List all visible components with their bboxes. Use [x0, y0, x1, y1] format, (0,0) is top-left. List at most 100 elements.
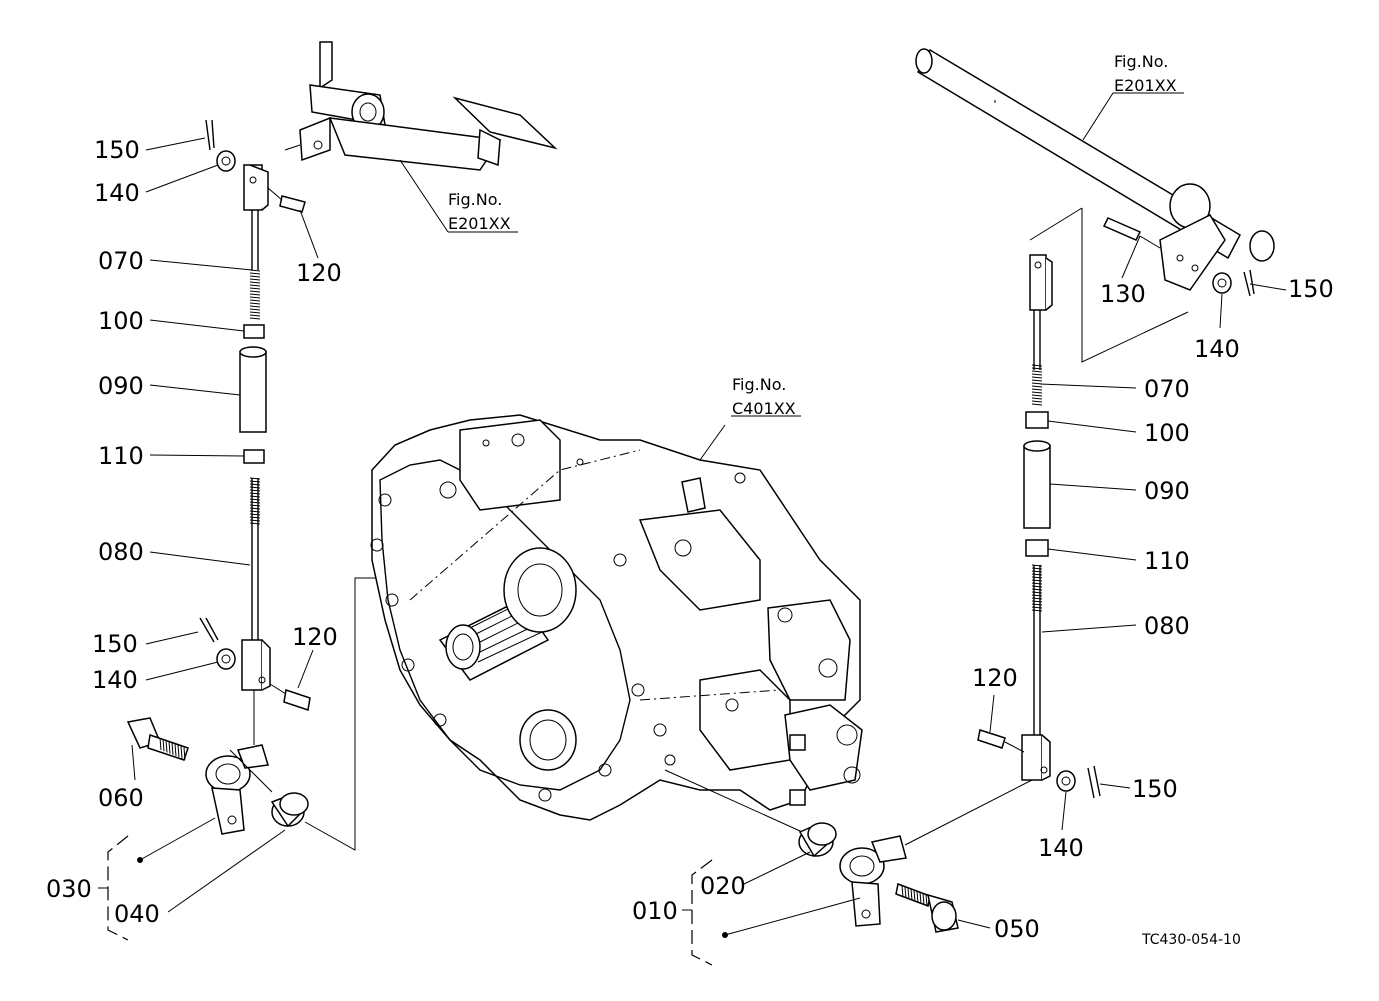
- thread-mark: [249, 278, 261, 281]
- fig-ref-center-line1: Fig.No.: [732, 375, 786, 394]
- thread-mark: [249, 480, 261, 483]
- right-lever-010: [798, 822, 959, 933]
- thread-mark: [1031, 579, 1043, 582]
- thread-mark: [1031, 576, 1043, 579]
- thread-mark: [249, 299, 261, 302]
- thread-mark: [1031, 403, 1043, 406]
- thread-mark: [1031, 585, 1043, 588]
- figure-references: Fig.No. E201XX Fig.No. E201XX Fig.No. C4…: [448, 52, 1177, 418]
- label-120-right: 120: [972, 664, 1018, 692]
- thread-mark: [916, 891, 919, 903]
- thread-mark: [1031, 385, 1043, 388]
- thread-mark: [249, 281, 261, 284]
- thread-mark: [1031, 588, 1043, 591]
- thread-mark: [910, 889, 913, 901]
- thread-mark: [1031, 594, 1043, 597]
- thread-mark: [901, 885, 904, 898]
- thread-mark: [1031, 388, 1043, 391]
- label-080: 080: [98, 538, 144, 566]
- thread-mark: [1031, 582, 1043, 585]
- fig-ref-left-line1: Fig.No.: [448, 190, 502, 209]
- thread-mark: [165, 740, 168, 753]
- thread-mark: [1031, 567, 1043, 570]
- thread-mark: [249, 513, 261, 516]
- thread-mark: [1031, 376, 1043, 379]
- thread-mark: [1031, 391, 1043, 394]
- thread-mark: [249, 483, 261, 486]
- thread-mark: [1031, 603, 1043, 606]
- thread-mark: [919, 892, 922, 904]
- label-090: 090: [98, 372, 144, 400]
- label-030: 030: [46, 875, 92, 903]
- nut-110-icon: [243, 449, 265, 464]
- label-070: 070: [98, 247, 144, 275]
- thread-mark: [1031, 591, 1043, 594]
- thread-mark: [1031, 400, 1043, 403]
- right-cross-shaft: [915, 48, 1275, 297]
- sleeve-090-icon: [239, 351, 267, 433]
- thread-mark: [249, 516, 261, 519]
- thread-mark: [1031, 394, 1043, 397]
- label-150-bottom: 150: [92, 630, 138, 658]
- thread-mark: [249, 284, 261, 287]
- label-070-right: 070: [1144, 375, 1190, 403]
- thread-mark: [925, 894, 928, 906]
- thread-mark: [159, 737, 162, 751]
- thread-mark: [249, 522, 261, 525]
- thread-mark: [249, 293, 261, 296]
- thread-mark: [249, 519, 261, 522]
- label-120: 120: [296, 259, 342, 287]
- washer-140-icon: [216, 150, 236, 172]
- thread-mark: [162, 739, 165, 752]
- thread-mark: [1031, 379, 1043, 382]
- label-110-right: 110: [1144, 547, 1190, 575]
- left-rod-assembly: [199, 119, 311, 745]
- thread-mark: [249, 492, 261, 495]
- thread-mark: [1031, 364, 1043, 367]
- thread-mark: [1031, 397, 1043, 400]
- thread-mark: [177, 745, 180, 758]
- thread-mark: [249, 489, 261, 492]
- bolt-050-icon: [895, 882, 931, 908]
- thread-mark: [249, 287, 261, 290]
- thread-mark: [1031, 609, 1043, 612]
- thread-mark: [1031, 600, 1043, 603]
- right-part-labels: 130 150 140 070 100 090 110 080 120 150 …: [632, 275, 1334, 943]
- thread-mark: [249, 296, 261, 299]
- fig-ref-center-line2: C401XX: [732, 399, 796, 418]
- thread-mark: [249, 477, 261, 480]
- thread-mark: [913, 890, 916, 902]
- thread-mark: [249, 305, 261, 308]
- thread-mark: [249, 314, 261, 317]
- thread-mark: [174, 743, 177, 757]
- fig-ref-right-line1: Fig.No.: [1114, 52, 1168, 71]
- thread-mark: [1031, 373, 1043, 376]
- label-140-top-right: 140: [1194, 335, 1240, 363]
- thread-mark: [249, 290, 261, 293]
- label-050: 050: [994, 915, 1040, 943]
- transmission-case: [370, 414, 863, 841]
- label-090-right: 090: [1144, 477, 1190, 505]
- thread-mark: [249, 317, 261, 320]
- thread-mark: [904, 887, 907, 899]
- thread-mark: [249, 495, 261, 498]
- thread-mark: [249, 498, 261, 501]
- thread-mark: [1031, 573, 1043, 576]
- thread-mark: [249, 275, 261, 278]
- thread-mark: [907, 888, 910, 900]
- label-150-top-right: 150: [1288, 275, 1334, 303]
- label-120-bottom: 120: [292, 623, 338, 651]
- label-130: 130: [1100, 280, 1146, 308]
- thread-mark: [249, 510, 261, 513]
- label-080-right: 080: [1144, 612, 1190, 640]
- label-100: 100: [98, 307, 144, 335]
- nut-100-icon: [243, 324, 265, 339]
- thread-mark: [249, 504, 261, 507]
- left-lever-030: [126, 577, 380, 851]
- thread-mark: [249, 486, 261, 489]
- label-060: 060: [98, 784, 144, 812]
- leader-lines: [98, 92, 1287, 966]
- thread-mark: [171, 742, 174, 755]
- thread-mark: [249, 308, 261, 311]
